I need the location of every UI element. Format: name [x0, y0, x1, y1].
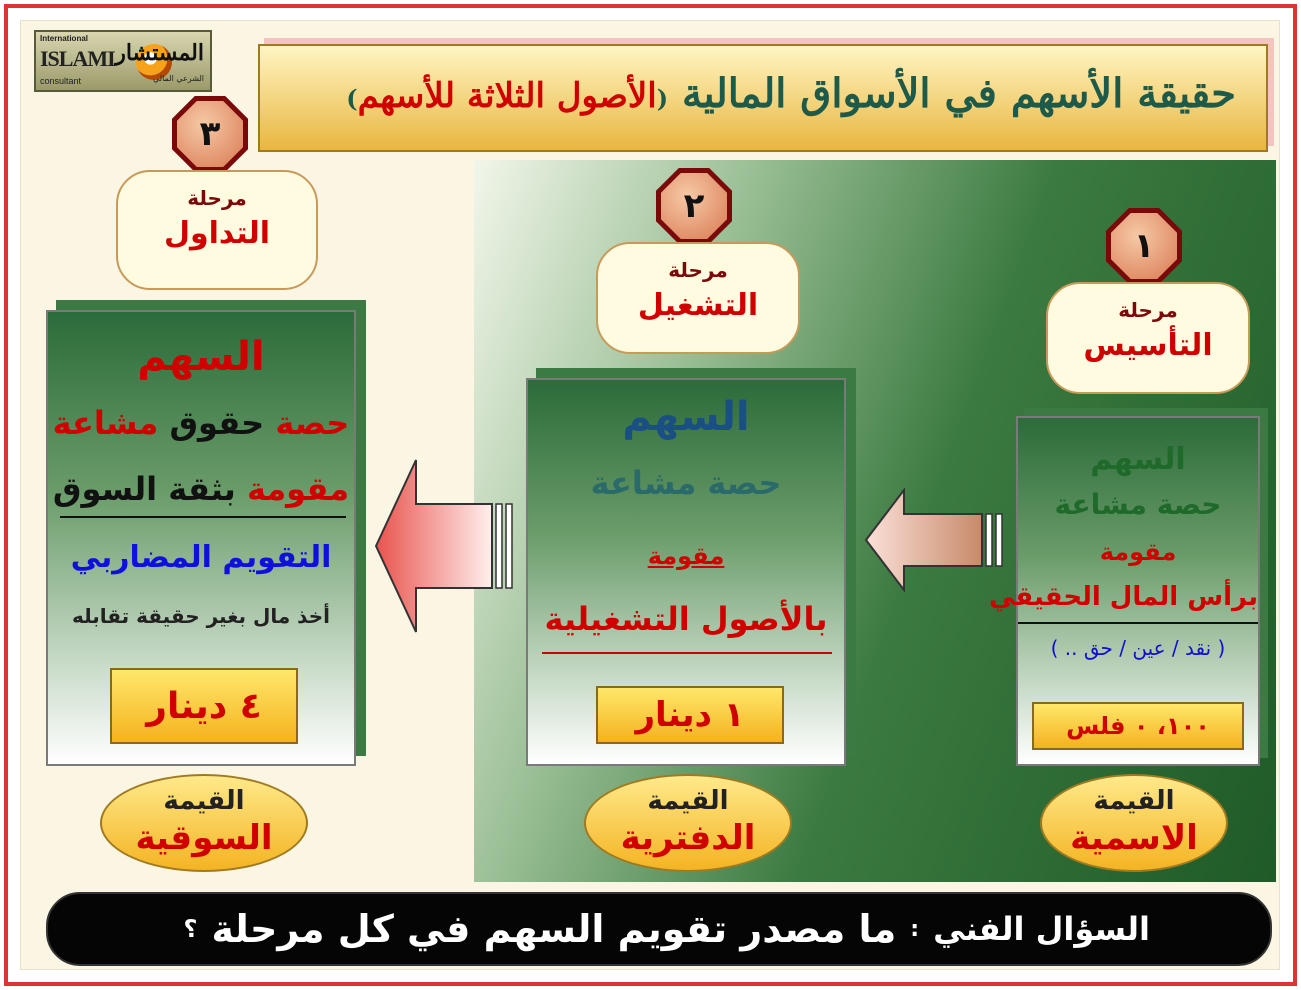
stage-2-line1: حصة مشاعة	[590, 464, 782, 502]
question-mark: ؟	[183, 915, 198, 943]
stage-3-value: ٤ دينار	[110, 668, 298, 744]
logo-international: International	[40, 34, 89, 43]
stage-1-line3: برأس المال الحقيقي	[988, 582, 1258, 612]
stage-1-label-big: التأسيس	[1083, 328, 1213, 363]
arrow-2-to-3-icon	[374, 459, 513, 633]
page-title: حقيقة الأسهم في الأسواق المالية (الأصول …	[346, 70, 1236, 117]
stage-2-number-badge: ٢	[656, 168, 732, 244]
stage-3-underline	[60, 516, 346, 518]
stage-3-line2: مقومة بثقة السوق	[48, 470, 354, 508]
stage-3-heading: السهم	[137, 334, 265, 380]
stage-3-number-badge: ٣	[172, 96, 248, 172]
stage-3-line1-b: حقوق	[169, 404, 265, 442]
stage-1-label-small: مرحلة	[1118, 298, 1178, 322]
stage-1-number: ١	[1111, 213, 1177, 279]
stage-2-line3: بالأصول التشغيلية	[544, 600, 828, 638]
value-type-book-small: القيمة	[647, 786, 729, 816]
stage-2-underline	[542, 652, 832, 654]
stage-1-box: السهم حصة مشاعة مقومة برأس المال الحقيقي…	[988, 416, 1260, 766]
stage-1-number-badge: ١	[1106, 208, 1182, 284]
stage-2-value: ١ دينار	[596, 686, 784, 744]
logo-consultant: consultant	[40, 76, 82, 86]
value-type-market: القيمة السوقية	[100, 774, 308, 872]
stage-1-line1: حصة مشاعة	[1054, 488, 1222, 521]
question-label: السؤال الفني	[933, 910, 1150, 948]
logo-arabic-sub: الشرعي المالي	[152, 74, 204, 83]
stage-3-line2-b: بثقة السوق	[52, 470, 236, 508]
value-type-market-big: السوقية	[135, 818, 273, 858]
logo-sun-icon	[136, 44, 172, 80]
stage-3-label-small: مرحلة	[187, 186, 247, 210]
stage-3-number: ٣	[177, 101, 243, 167]
stage-1-divider	[1018, 622, 1258, 624]
stage-1-value: ١٠٠، ٠ فلس	[1032, 702, 1244, 750]
stage-2-box: السهم حصة مشاعة مقومة بالأصول التشغيلية …	[526, 378, 846, 766]
stage-2-line2: مقومة	[647, 542, 725, 570]
stage-3-line3: التقويم المضاربي	[70, 540, 332, 575]
stage-3-line2-a: مقومة	[246, 470, 350, 508]
stage-2-label-small: مرحلة	[668, 258, 728, 282]
question-text: ما مصدر تقويم السهم في كل مرحلة	[211, 907, 897, 951]
value-type-nominal: القيمة الاسمية	[1040, 774, 1228, 872]
stage-3-box: السهم حصة حقوق مشاعة مقومة بثقة السوق ال…	[46, 310, 356, 766]
title-close-paren: )	[346, 84, 358, 113]
value-type-nominal-small: القيمة	[1093, 786, 1175, 816]
stage-3-line1-a: حصة	[275, 404, 350, 442]
stage-2-label-big: التشغيل	[637, 288, 759, 323]
stage-3-label: مرحلة التداول	[116, 170, 318, 290]
stage-3-label-big: التداول	[163, 216, 271, 251]
stage-3-line4: أخذ مال بغير حقيقة تقابله	[71, 604, 331, 628]
value-type-nominal-big: الاسمية	[1070, 818, 1198, 858]
logo-islami: ISLAMI	[40, 46, 116, 71]
logo-arabic-name: المستشار	[115, 40, 204, 66]
logo: International ISLAMI consultant المستشار…	[34, 30, 212, 92]
title-open-paren: (	[656, 84, 669, 113]
value-type-book: القيمة الدفترية	[584, 774, 792, 872]
title-banner: حقيقة الأسهم في الأسواق المالية (الأصول …	[258, 44, 1268, 152]
value-type-book-big: الدفترية	[620, 818, 756, 858]
stage-1-line4: ( نقد / عين / حق .. )	[1050, 636, 1226, 660]
stage-2-label: مرحلة التشغيل	[596, 242, 800, 354]
stage-1-label: مرحلة التأسيس	[1046, 282, 1250, 394]
value-type-market-small: القيمة	[163, 786, 245, 816]
question-colon: :	[910, 916, 920, 942]
stage-3-line1: حصة حقوق مشاعة	[48, 404, 354, 442]
stage-1-heading: السهم	[1090, 442, 1186, 477]
title-main: حقيقة الأسهم في الأسواق المالية	[682, 70, 1236, 117]
stage-3-line1-c: مشاعة	[52, 404, 159, 442]
stage-2-number: ٢	[661, 173, 727, 239]
title-sub: الأصول الثلاثة للأسهم	[357, 76, 657, 116]
arrow-1-to-2-icon	[864, 488, 1003, 592]
stage-2-heading: السهم	[622, 394, 750, 440]
stage-1-line2: مقومة	[1099, 538, 1177, 566]
technical-question-bar: السؤال الفني : ما مصدر تقويم السهم في كل…	[46, 892, 1272, 966]
